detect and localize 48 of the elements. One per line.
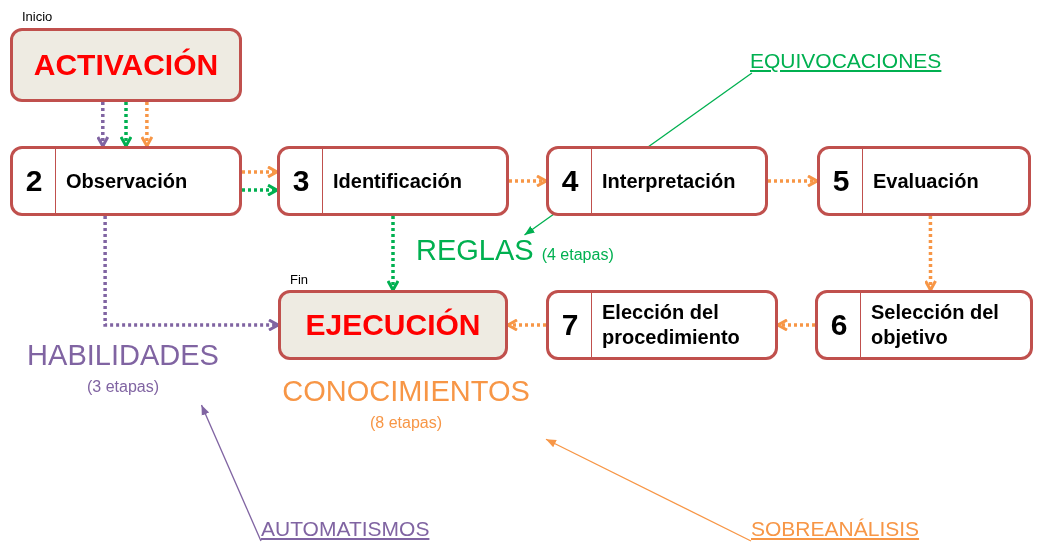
process-box	[277, 146, 509, 216]
step-number: 6	[818, 293, 861, 357]
step-number: 2	[13, 149, 56, 213]
note-label: EQUIVOCACIONES	[750, 49, 942, 73]
stage-count: (3 etapas)	[86, 377, 159, 396]
caption-label: Fin	[290, 272, 309, 287]
category-label: HABILIDADES	[27, 340, 219, 372]
note-label: AUTOMATISMOS	[261, 517, 430, 541]
step-number: 4	[549, 149, 592, 213]
arrow	[506, 318, 546, 332]
arrow	[768, 174, 819, 188]
arrow	[924, 216, 938, 292]
stage-count: (8 etapas)	[369, 413, 442, 432]
box-title: Elección del procedimiento	[601, 300, 741, 350]
start-end-box	[278, 290, 508, 360]
box-title: Identificación	[332, 168, 462, 194]
process-box	[10, 146, 242, 216]
arrow	[386, 216, 400, 292]
leader-line	[523, 72, 753, 236]
caption-label: Inicio	[22, 9, 53, 24]
start-end-box	[10, 28, 242, 102]
note-label: SOBREANÁLISIS	[751, 517, 920, 541]
process-box	[815, 290, 1033, 360]
box-title: Selección del objetivo	[870, 300, 1000, 350]
arrow	[140, 102, 154, 148]
box-title: Evaluación	[872, 168, 979, 194]
arrow	[776, 318, 815, 332]
arrow	[242, 183, 279, 197]
arrow	[242, 165, 279, 179]
step-number: 5	[820, 149, 863, 213]
process-box	[546, 146, 768, 216]
leader-line	[545, 438, 752, 542]
process-box	[546, 290, 778, 360]
box-title: Interpretación	[601, 168, 736, 194]
box-title: ACTIVACIÓN	[33, 48, 219, 82]
box-title: EJECUCIÓN	[305, 308, 481, 342]
arrow	[119, 102, 133, 148]
leader-line	[200, 404, 262, 542]
category-label: CONOCIMIENTOS	[282, 376, 530, 408]
arrow	[509, 174, 548, 188]
process-box	[817, 146, 1031, 216]
arrow	[103, 216, 280, 332]
step-number: 7	[549, 293, 592, 357]
stage-count: (4 etapas)	[541, 246, 614, 264]
category-label: REGLAS	[416, 235, 534, 267]
step-number: 3	[280, 149, 323, 213]
box-title: Observación	[65, 168, 188, 194]
arrow	[96, 102, 110, 148]
